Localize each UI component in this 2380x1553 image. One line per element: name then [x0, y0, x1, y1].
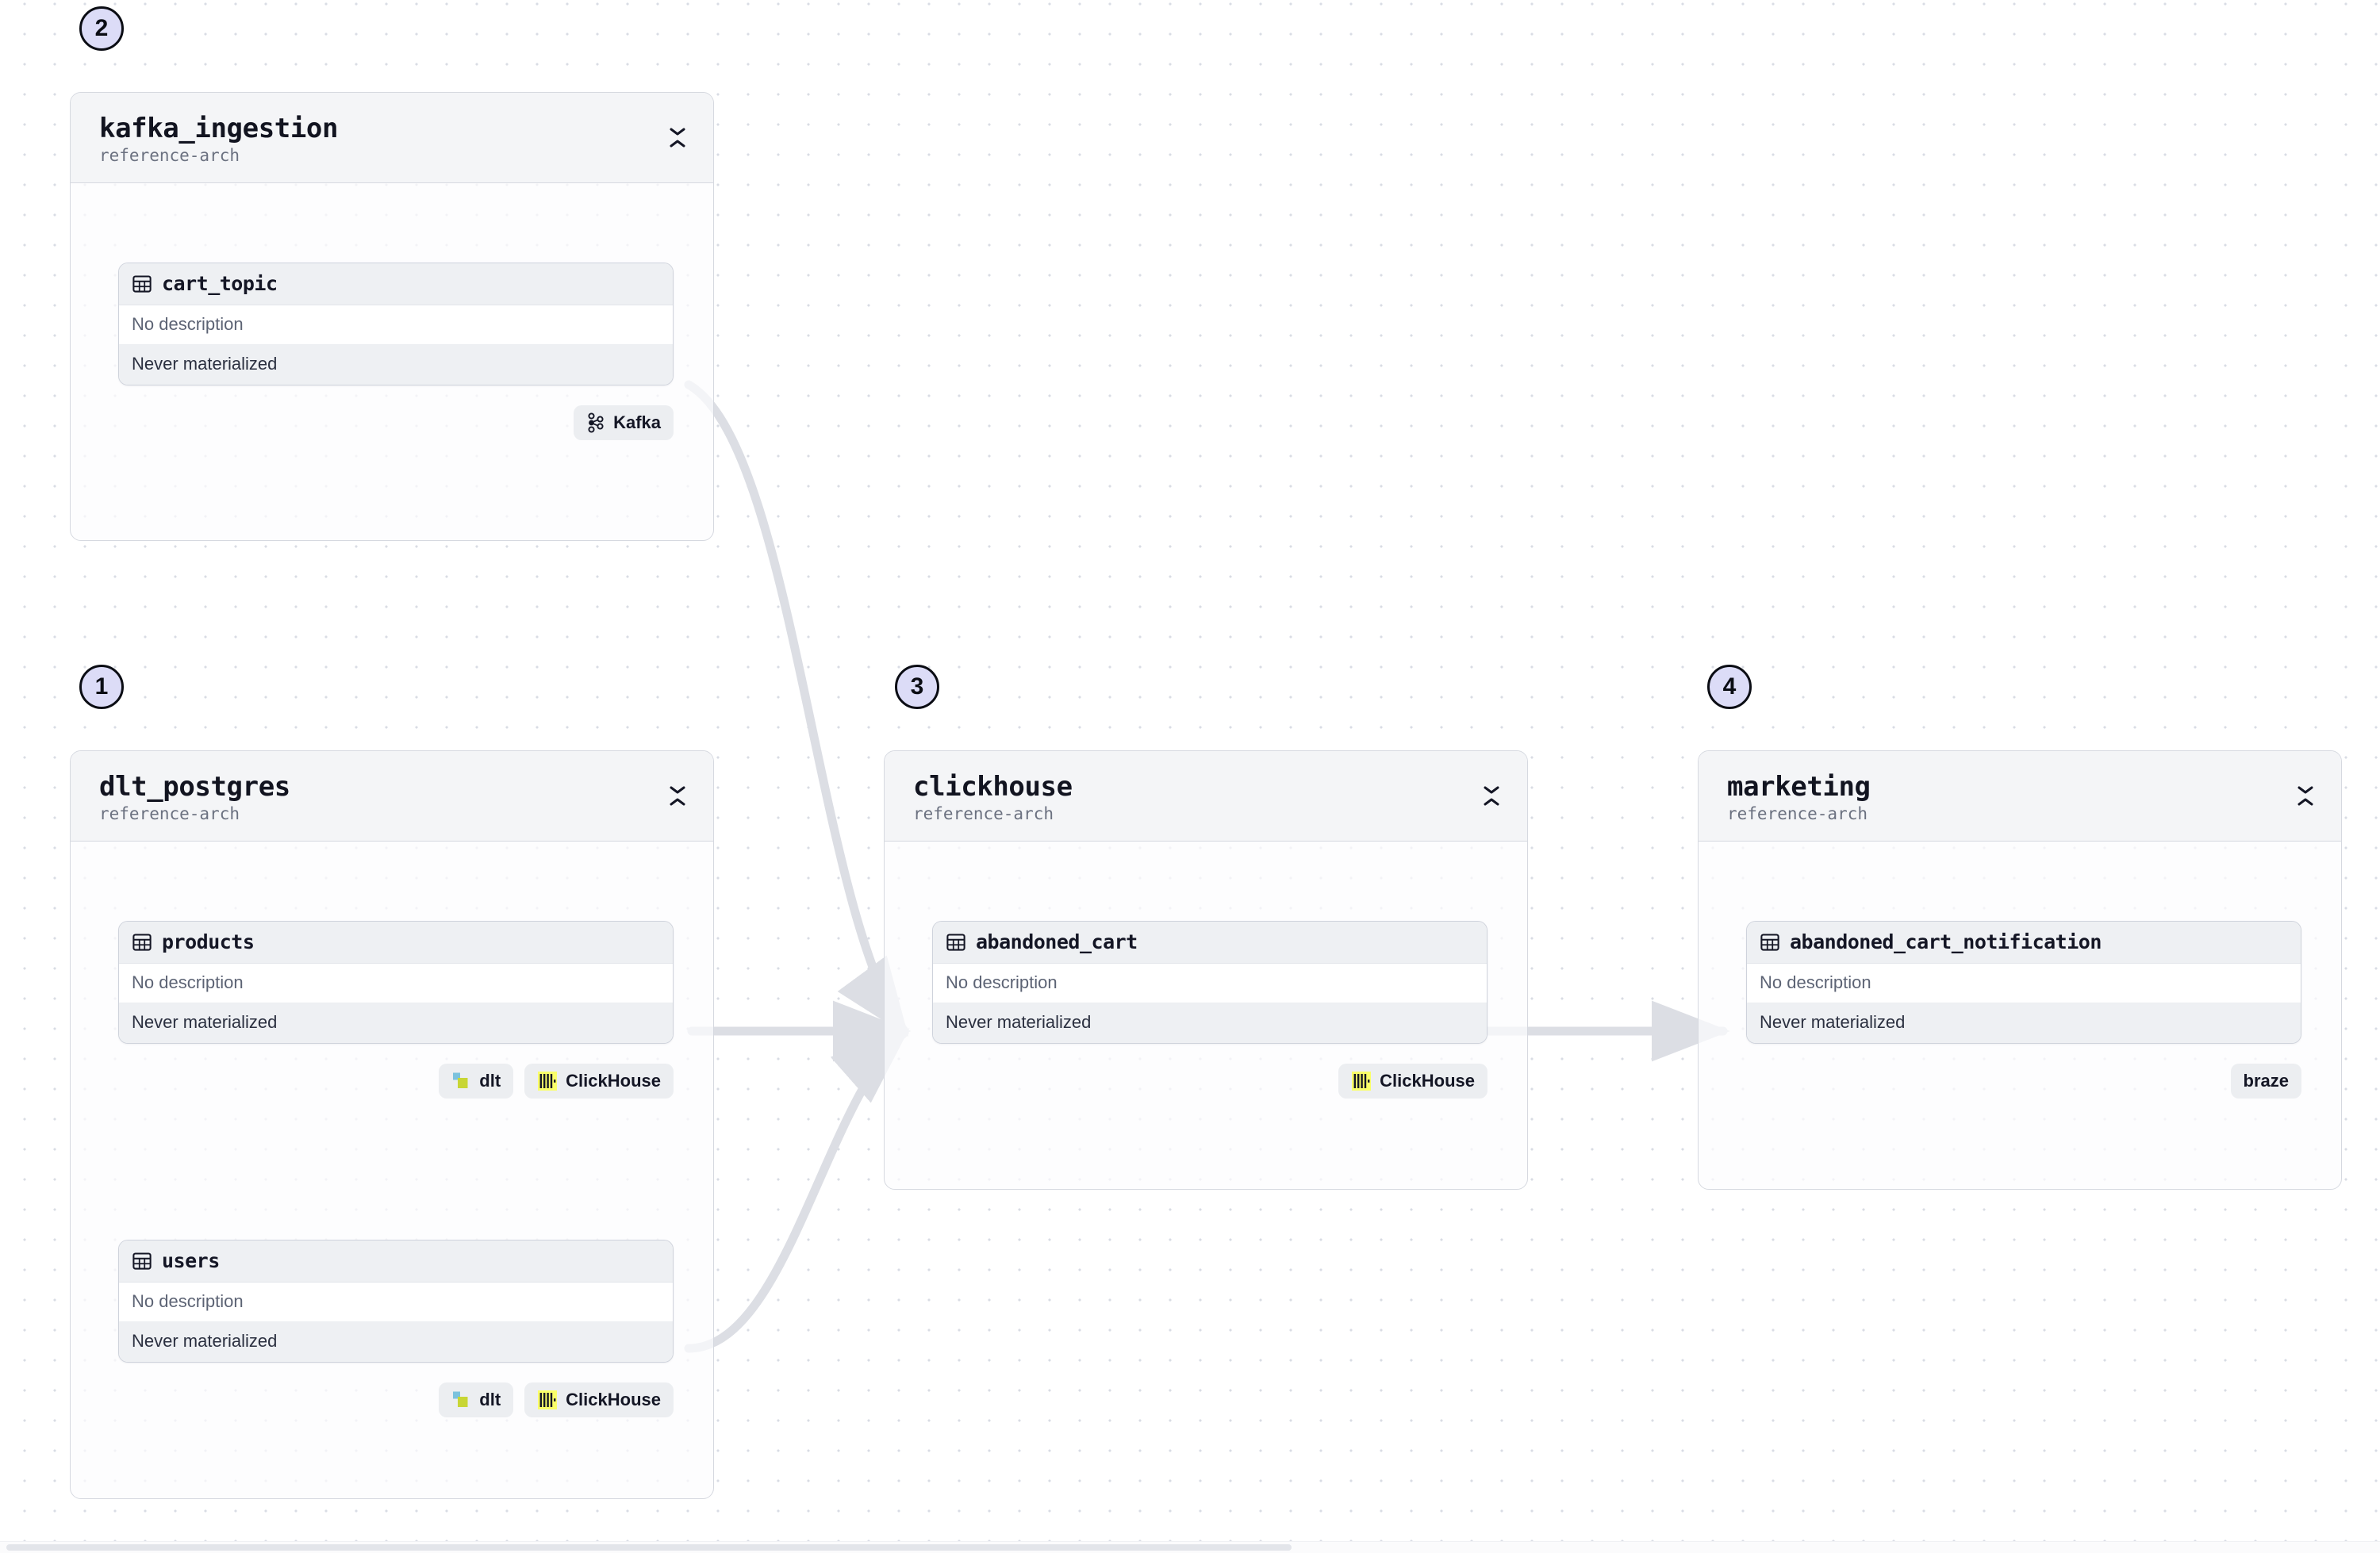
badge-label: ClickHouse — [566, 1390, 661, 1410]
chevron-up-icon — [1484, 798, 1499, 806]
asset-status: Never materialized — [119, 1003, 673, 1044]
collapse-vertical-icon[interactable] — [2292, 780, 2319, 812]
horizontal-scrollbar[interactable] — [0, 1541, 2380, 1553]
asset-badge-row: braze — [1746, 1064, 2301, 1099]
step-badge-4[interactable]: 4 — [1707, 665, 1752, 709]
asset-node-abandoned-cart[interactable]: abandoned_cart No description Never mate… — [932, 921, 1488, 1045]
badge-dlt[interactable]: dlt — [439, 1064, 514, 1099]
table-icon — [132, 934, 152, 951]
asset-badge-row: ClickHouse — [932, 1064, 1488, 1099]
group-body: abandoned_cart No description Never mate… — [885, 842, 1527, 1189]
step-badge-label: 3 — [910, 673, 924, 700]
badge-clickhouse[interactable]: ClickHouse — [524, 1064, 674, 1099]
asset-badge-row: dlt ClickHouse — [118, 1382, 674, 1418]
table-icon — [132, 1252, 152, 1270]
badge-dlt[interactable]: dlt — [439, 1382, 514, 1418]
badge-clickhouse[interactable]: ClickHouse — [1338, 1064, 1488, 1099]
asset-description: No description — [119, 964, 673, 1004]
group-card-kafka-ingestion[interactable]: kafka_ingestion reference-arch — [70, 92, 714, 541]
collapse-vertical-icon[interactable] — [664, 780, 691, 812]
badge-label: Kafka — [613, 412, 661, 433]
group-card-marketing[interactable]: marketing reference-arch — [1698, 750, 2342, 1190]
dlt-icon — [451, 1390, 471, 1410]
asset-header: products — [119, 922, 673, 964]
chevron-down-icon — [670, 128, 685, 136]
badge-kafka[interactable]: Kafka — [574, 405, 674, 441]
asset-name: products — [162, 930, 255, 954]
step-badge-2[interactable]: 2 — [79, 6, 124, 51]
group-header[interactable]: kafka_ingestion reference-arch — [71, 93, 713, 184]
table-icon — [132, 275, 152, 293]
group-header[interactable]: dlt_postgres reference-arch — [71, 751, 713, 842]
group-title: dlt_postgres — [99, 771, 290, 803]
asset-status: Never materialized — [933, 1003, 1487, 1044]
asset-name: cart_topic — [162, 272, 278, 296]
badge-label: ClickHouse — [566, 1071, 661, 1091]
asset-description: No description — [119, 305, 673, 346]
table-icon — [1760, 934, 1779, 951]
table-icon — [946, 934, 965, 951]
group-body: products No description Never materializ… — [71, 842, 713, 1498]
asset-header: users — [119, 1240, 673, 1283]
group-title: kafka_ingestion — [99, 113, 339, 144]
group-header[interactable]: marketing reference-arch — [1699, 751, 2341, 842]
clickhouse-icon — [537, 1071, 558, 1091]
asset-name: abandoned_cart — [976, 930, 1138, 954]
clickhouse-icon — [1351, 1071, 1372, 1091]
group-subtitle: reference-arch — [99, 804, 240, 824]
step-badge-label: 1 — [94, 673, 109, 700]
chevron-up-icon — [2297, 798, 2313, 806]
badge-braze[interactable]: braze — [2230, 1064, 2301, 1099]
badge-clickhouse[interactable]: ClickHouse — [524, 1382, 674, 1418]
asset-header: abandoned_cart_notification — [1747, 922, 2301, 964]
group-subtitle: reference-arch — [1727, 804, 1868, 824]
chevron-down-icon — [1484, 786, 1499, 794]
dlt-icon — [451, 1072, 471, 1091]
asset-description: No description — [933, 964, 1487, 1004]
edge-users-abandoned_cart — [684, 1028, 910, 1353]
asset-status: Never materialized — [119, 1322, 673, 1363]
group-body: cart_topic No description Never material… — [71, 183, 713, 540]
chevron-up-icon — [670, 798, 685, 806]
asset-name: users — [162, 1249, 220, 1273]
asset-header: abandoned_cart — [933, 922, 1487, 964]
asset-node-cart-topic[interactable]: cart_topic No description Never material… — [118, 263, 674, 386]
group-card-dlt-postgres[interactable]: dlt_postgres reference-arch — [70, 750, 714, 1499]
step-badge-label: 4 — [1722, 673, 1737, 700]
asset-name: abandoned_cart_notification — [1790, 930, 2102, 954]
asset-badge-row: dlt ClickHouse — [118, 1064, 674, 1099]
asset-status: Never materialized — [119, 345, 673, 385]
collapse-vertical-icon[interactable] — [1478, 780, 1505, 812]
chevron-up-icon — [670, 140, 685, 148]
asset-status: Never materialized — [1747, 1003, 2301, 1044]
group-title: marketing — [1727, 771, 1871, 803]
asset-description: No description — [1747, 964, 2301, 1004]
group-title: clickhouse — [913, 771, 1073, 803]
asset-header: cart_topic — [119, 263, 673, 306]
asset-node-users[interactable]: users No description Never materialized — [118, 1240, 674, 1363]
asset-badge-row: Kafka — [118, 405, 674, 441]
clickhouse-icon — [537, 1390, 558, 1410]
chevron-down-icon — [2297, 786, 2313, 794]
asset-node-abandoned-cart-notification[interactable]: abandoned_cart_notification No descripti… — [1746, 921, 2301, 1045]
asset-description: No description — [119, 1283, 673, 1323]
group-subtitle: reference-arch — [913, 804, 1054, 824]
step-badge-1[interactable]: 1 — [79, 665, 124, 709]
group-header[interactable]: clickhouse reference-arch — [885, 751, 1527, 842]
kafka-icon — [586, 412, 605, 433]
group-subtitle: reference-arch — [99, 146, 240, 166]
asset-node-products[interactable]: products No description Never materializ… — [118, 921, 674, 1045]
step-badge-label: 2 — [94, 15, 109, 41]
step-badge-3[interactable]: 3 — [895, 665, 939, 709]
collapse-vertical-icon[interactable] — [664, 122, 691, 154]
badge-label: dlt — [479, 1390, 501, 1410]
edge-cart_topic-abandoned_cart — [684, 380, 909, 1037]
group-body: abandoned_cart_notification No descripti… — [1699, 842, 2341, 1189]
chevron-down-icon — [670, 786, 685, 794]
badge-label: braze — [2243, 1071, 2289, 1091]
badge-label: ClickHouse — [1380, 1071, 1475, 1091]
badge-label: dlt — [479, 1071, 501, 1091]
group-card-clickhouse[interactable]: clickhouse reference-arch — [884, 750, 1528, 1190]
horizontal-scrollbar-thumb[interactable] — [6, 1544, 1292, 1551]
